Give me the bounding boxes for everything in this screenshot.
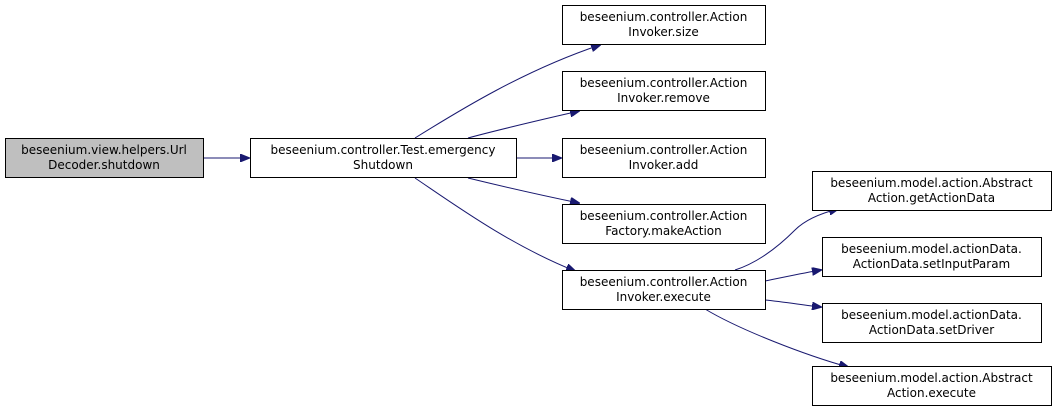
edge-action-invoker-execute-to-action-data-set-input-param (764, 270, 821, 282)
node-label-line: Decoder.shutdown (48, 158, 160, 172)
edge-test-emergency-shutdown-to-action-invoker-execute (414, 177, 575, 271)
node-label-line: beseenium.controller.Action (580, 209, 748, 223)
node-box[interactable] (562, 5, 766, 45)
node-label-line: beseenium.controller.Test.emergency (271, 143, 496, 157)
node-box[interactable] (5, 138, 204, 178)
edge-action-invoker-execute-to-abstract-action-get-action-data (734, 209, 838, 271)
edge-test-emergency-shutdown-to-action-invoker-remove (467, 111, 579, 139)
node-label-line: ActionData.setDriver (869, 323, 994, 337)
node-label-line: beseenium.controller.Action (580, 143, 748, 157)
node-label-line: beseenium.controller.Action (580, 275, 748, 289)
node-label-line: beseenium.model.actionData. (841, 242, 1022, 256)
node-box[interactable] (822, 237, 1042, 277)
edges-layer (203, 45, 848, 367)
node-box[interactable] (812, 171, 1052, 211)
edge-test-emergency-shutdown-to-action-factory-make-action (467, 177, 579, 203)
node-label-line: beseenium.model.action.Abstract (830, 371, 1033, 385)
node-box[interactable] (250, 138, 517, 178)
node-label-line: Action.execute (887, 386, 976, 400)
node-box[interactable] (812, 366, 1052, 406)
edge-action-invoker-execute-to-abstract-action-execute (704, 308, 848, 367)
node-box[interactable] (562, 71, 766, 111)
node-abstract-action-execute[interactable]: beseenium.model.action.AbstractAction.ex… (812, 366, 1052, 406)
node-test-emergency-shutdown[interactable]: beseenium.controller.Test.emergencyShutd… (250, 138, 517, 178)
node-action-factory-make-action[interactable]: beseenium.controller.ActionFactory.makeA… (562, 204, 766, 244)
node-action-invoker-execute[interactable]: beseenium.controller.ActionInvoker.execu… (562, 270, 766, 310)
node-box[interactable] (562, 270, 766, 310)
nodes-layer: beseenium.view.helpers.UrlDecoder.shutdo… (5, 5, 1052, 406)
node-box[interactable] (822, 303, 1042, 343)
node-label-line: Factory.makeAction (605, 224, 721, 238)
node-label-line: beseenium.model.actionData. (841, 308, 1022, 322)
node-label-line: ActionData.setInputParam (853, 257, 1011, 271)
node-box[interactable] (562, 204, 766, 244)
node-label-line: Invoker.execute (616, 290, 711, 304)
node-abstract-action-get-action-data[interactable]: beseenium.model.action.AbstractAction.ge… (812, 171, 1052, 211)
node-label-line: beseenium.model.action.Abstract (830, 176, 1033, 190)
node-action-invoker-remove[interactable]: beseenium.controller.ActionInvoker.remov… (562, 71, 766, 111)
node-action-data-set-input-param[interactable]: beseenium.model.actionData.ActionData.se… (822, 237, 1042, 277)
node-action-data-set-driver[interactable]: beseenium.model.actionData.ActionData.se… (822, 303, 1042, 343)
node-label-line: beseenium.controller.Action (580, 76, 748, 90)
node-label-line: Invoker.remove (617, 91, 710, 105)
edge-action-invoker-execute-to-action-data-set-driver (764, 299, 821, 307)
node-label-line: beseenium.controller.Action (580, 10, 748, 24)
node-box[interactable] (562, 138, 766, 178)
node-label-line: beseenium.view.helpers.Url (21, 143, 187, 157)
node-label-line: Invoker.size (628, 25, 698, 39)
node-label-line: Action.getActionData (868, 191, 995, 205)
node-label-line: Shutdown (353, 158, 413, 172)
node-url-decoder-shutdown[interactable]: beseenium.view.helpers.UrlDecoder.shutdo… (5, 138, 204, 178)
node-label-line: Invoker.add (629, 158, 699, 172)
edge-test-emergency-shutdown-to-action-invoker-size (414, 45, 600, 139)
